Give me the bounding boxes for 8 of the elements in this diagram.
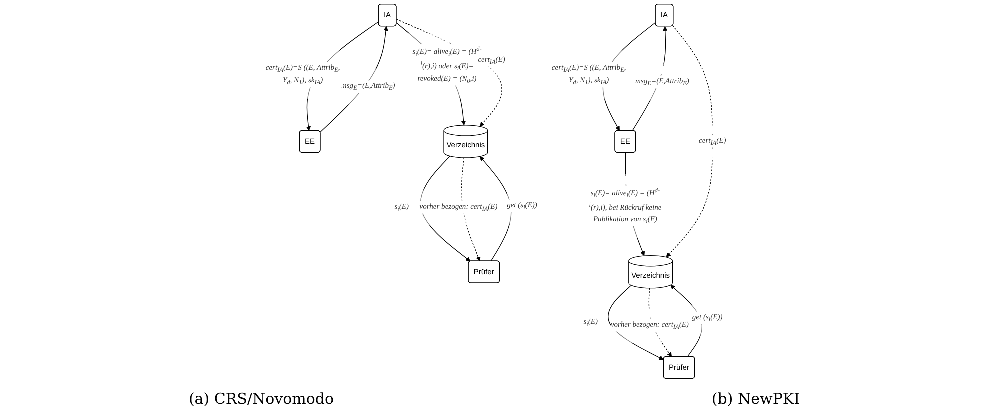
arrow (420, 156, 471, 262)
panel-caption: (b) NewPKI (712, 390, 800, 408)
arrow (608, 285, 664, 360)
arrow (666, 25, 713, 258)
panel-caption: (a) CRS/Novomodo (188, 390, 334, 408)
arrow (480, 156, 512, 262)
arrow (648, 288, 672, 358)
arrow (461, 158, 481, 262)
